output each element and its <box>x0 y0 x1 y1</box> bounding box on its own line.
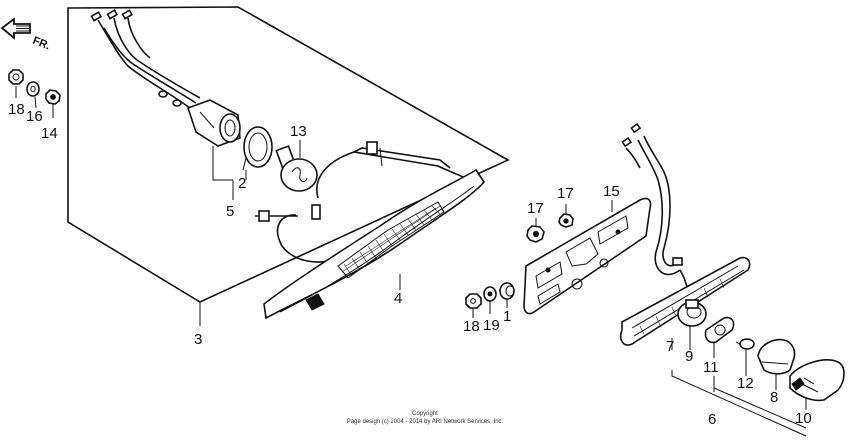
bulb-socket <box>186 99 241 147</box>
callout-6: 6 <box>708 411 716 428</box>
callout-19: 19 <box>483 317 500 334</box>
callout-3: 3 <box>194 331 202 348</box>
callout-labels: 18 16 14 2 5 13 3 4 18 19 1 17 17 15 7 9… <box>8 101 812 428</box>
callout-10: 10 <box>795 410 812 427</box>
callout-17-right: 17 <box>557 185 574 202</box>
nut-14 <box>45 89 61 118</box>
callout-11: 11 <box>703 359 719 376</box>
gasket-11 <box>704 316 735 344</box>
direction-label: FR. <box>31 35 52 53</box>
copyright-line-1: Copyright <box>412 411 438 417</box>
nut-18-center <box>465 293 482 309</box>
nut-18-left <box>8 69 24 85</box>
license-lens-8 <box>757 338 796 375</box>
callout-7: 7 <box>666 338 674 355</box>
callout-1: 1 <box>503 308 511 325</box>
license-light-wire <box>621 122 691 301</box>
front-direction-arrow: FR. <box>0 17 52 53</box>
callout-8: 8 <box>770 389 778 406</box>
license-bulb-12 <box>735 338 755 350</box>
callout-18-center: 18 <box>463 318 480 335</box>
callout-9: 9 <box>685 348 693 365</box>
license-bracket-15 <box>523 197 652 315</box>
callout-17-left: 17 <box>527 200 544 217</box>
callout-5: 5 <box>226 203 234 220</box>
bulb-13 <box>275 145 318 192</box>
license-cover-10 <box>789 359 845 402</box>
license-light-socket-9 <box>677 299 707 327</box>
leader-lines <box>15 86 807 437</box>
copyright-notice: Copyright Page design (c) 2004 - 2014 by… <box>347 411 504 425</box>
tail-light-lens-4 <box>263 168 486 320</box>
callout-18-left: 18 <box>8 101 25 118</box>
nut-17-right <box>558 213 574 228</box>
callout-13: 13 <box>290 123 307 140</box>
callout-15: 15 <box>603 183 620 200</box>
washer-19 <box>483 286 497 302</box>
callout-2: 2 <box>238 175 246 192</box>
nut-17-left <box>526 225 545 243</box>
tail-light-wire-harness <box>90 9 201 109</box>
callout-14: 14 <box>41 125 58 142</box>
assembly-outline-3 <box>67 6 510 303</box>
collar-1 <box>499 282 515 300</box>
callout-16: 16 <box>26 108 43 125</box>
washer-16 <box>26 81 40 97</box>
callout-12: 12 <box>737 375 754 392</box>
copyright-line-2: Page design (c) 2004 - 2014 by ARI Netwo… <box>347 419 504 425</box>
callout-4: 4 <box>394 290 402 307</box>
socket-gasket-2 <box>243 126 273 168</box>
